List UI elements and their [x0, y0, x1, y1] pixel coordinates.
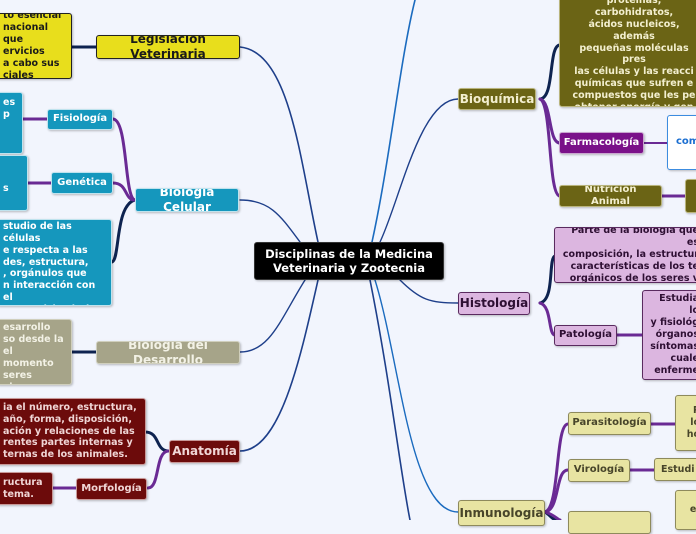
inmunologia-child-description[interactable]: es — [675, 490, 696, 530]
farmacologia-description[interactable]: com — [667, 115, 696, 170]
link-root-bottom — [369, 279, 411, 520]
histologia-topic[interactable]: Histología — [458, 292, 530, 315]
inmunologia-child-topic[interactable] — [568, 511, 651, 534]
link-root-legislacion — [239, 46, 319, 243]
link-root-anatomia — [239, 279, 319, 452]
root-topic[interactable]: Disciplinas de la Medicina Veterinaria y… — [254, 242, 444, 280]
biologia-celular-description[interactable]: académica que se studio de las células e… — [0, 219, 112, 306]
link-root-histologia — [399, 279, 459, 304]
parasitologia-description[interactable]: P lo ho — [675, 395, 696, 451]
histologia-description[interactable]: Parte de la biología que es composición,… — [554, 227, 696, 283]
morfologia-description[interactable]: ructura tema. — [0, 472, 53, 505]
anatomia-topic[interactable]: Anatomía — [169, 440, 240, 463]
legislacion-description[interactable]: to esencial nacional que ervicios a cabo… — [0, 13, 72, 79]
virologia-description[interactable]: Estudi — [654, 458, 696, 481]
fisiologia-description[interactable]: es p — [0, 92, 23, 154]
biologia-desarrollo-topic[interactable]: Biología del Desarrollo — [96, 341, 240, 364]
morfologia-topic[interactable]: Morfología — [76, 478, 147, 500]
nutricion-animal-description[interactable] — [685, 179, 696, 213]
patologia-topic[interactable]: Patología — [554, 325, 617, 346]
patologia-description[interactable]: Estudia lo y fisiológ órganos síntomas c… — [642, 290, 696, 380]
link-root-biocelular — [239, 199, 301, 243]
fisiologia-topic[interactable]: Fisiología — [47, 109, 113, 130]
nutricion-animal-topic[interactable]: Nutrición Animal — [559, 185, 662, 207]
parasitologia-topic[interactable]: Parasitología — [568, 412, 651, 435]
legislacion-veterinaria-topic[interactable]: Legislación Veterinaria — [96, 35, 240, 59]
connector-lines — [18, 0, 688, 520]
biologia-celular-topic[interactable]: Biología Celular — [135, 188, 239, 212]
biologia-desarrollo-description[interactable]: cudiar la esarrollo so desde la el momen… — [0, 319, 72, 385]
link-root-biodesarrollo — [239, 279, 306, 353]
link-root-top — [371, 0, 416, 243]
farmacologia-topic[interactable]: Farmacología — [559, 132, 644, 154]
inmunologia-topic[interactable]: Inmunología — [458, 500, 545, 526]
genetica-description[interactable]: s — [0, 155, 28, 211]
bioquimica-description[interactable]: los seres vivos, especialm proteinas, ca… — [559, 0, 696, 107]
anatomia-description[interactable]: ia el número, estructura, año, forma, di… — [0, 398, 146, 465]
genetica-topic[interactable]: Genética — [51, 172, 113, 194]
link-root-inmunologia — [374, 279, 459, 513]
bioquimica-topic[interactable]: Bioquímica — [458, 88, 536, 110]
virologia-topic[interactable]: Virología — [568, 459, 630, 482]
link-root-bioquimica — [379, 98, 459, 243]
